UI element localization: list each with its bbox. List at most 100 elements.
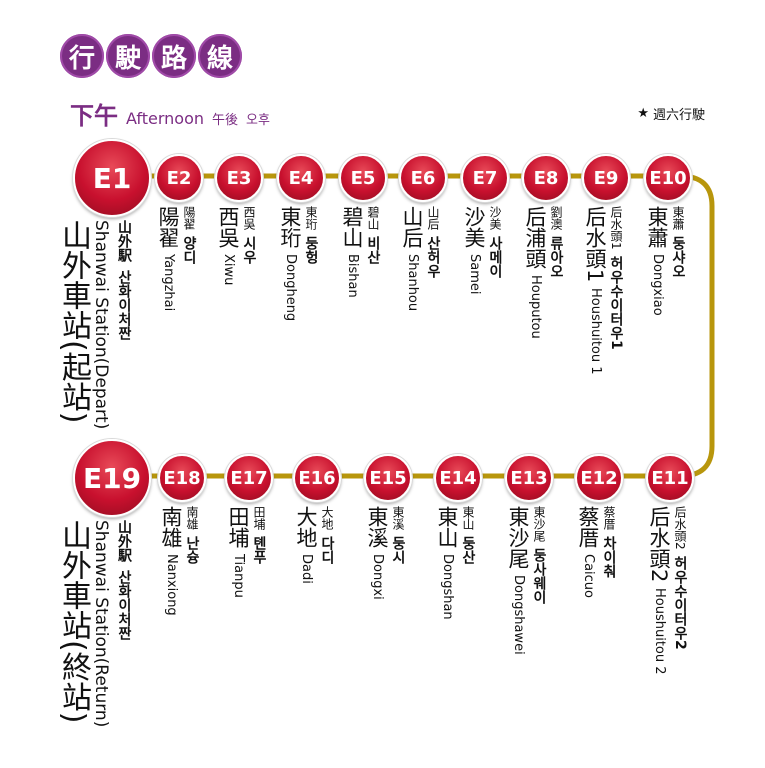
station-code-badge: E6 xyxy=(399,154,447,202)
station-col-right: 沙美 사메이 xyxy=(487,206,503,278)
station-col-mid: Shanwai Station(Depart) xyxy=(91,220,111,430)
station-name-zh: 東溪 xyxy=(365,506,389,548)
station-code-badge: E17 xyxy=(225,454,273,502)
station-col-right: 碧山비산 xyxy=(365,206,381,264)
station-code-badge: E10 xyxy=(644,154,692,202)
station-col-right: 南雄 난슝 xyxy=(184,506,200,564)
star-icon: ★ xyxy=(637,106,649,121)
station-col-right: 東山둥산 xyxy=(460,506,476,564)
station-col-left: 東蕭Dongxiao xyxy=(645,206,669,316)
station-name-en: Xiwu xyxy=(221,254,236,286)
station-col-left: 后浦頭Houputou xyxy=(523,206,547,339)
station-name-zh: 東蕭 xyxy=(645,206,669,248)
route-title: 行 駛 路 線 xyxy=(60,34,242,78)
station-col-left: 西吳 Xiwu xyxy=(216,206,240,286)
station-code-badge: E8 xyxy=(522,154,570,202)
station-col-right: 蔡厝차이춰 xyxy=(601,506,617,578)
station-name-en: Houshuitou 1 xyxy=(588,288,603,375)
station-col-mid: Shanwai Station(Return) xyxy=(91,520,111,728)
station-name-ko: 둥샤오 xyxy=(670,236,686,278)
station-col-right: 劉澳류아오 xyxy=(548,206,564,278)
station-name-small: 田埔 xyxy=(252,506,266,530)
station-name-zh: 山外車站(終站) xyxy=(56,520,91,724)
title-char: 駛 xyxy=(106,34,150,78)
station-code-badge: E4 xyxy=(277,154,325,202)
station-name-small: 東沙尾 xyxy=(532,506,546,542)
station-name-zh: 碧山 xyxy=(340,206,364,248)
station-code-badge: E19 xyxy=(73,439,151,517)
station-name-en: Shanwai Station(Depart) xyxy=(91,220,111,430)
station-col-right: 山后산허우 xyxy=(425,206,441,278)
station-col-left: 東溪 Dongxi xyxy=(365,506,389,600)
station-name-zh: 蔡厝 xyxy=(576,506,600,548)
station-code-badge: E9 xyxy=(582,154,630,202)
station-name-ko: 둥시 xyxy=(390,536,406,564)
station-name-small: 山外駅 xyxy=(116,520,132,562)
station-col-right: 后水頭2허우수이터우2 xyxy=(672,506,688,649)
period-label: 下午 Afternoon 午後 오후 xyxy=(70,96,270,131)
station-col-left: 東珩Dongheng xyxy=(278,206,302,322)
station-name-en: Shanwai Station(Return) xyxy=(91,520,111,728)
station-col-right: 東沙尾둥사웨이 xyxy=(531,506,547,604)
station-col-left: 田埔Tianpu xyxy=(226,506,250,598)
station-name-small: 碧山 xyxy=(366,206,380,230)
station-col-right: 東蕭 둥샤오 xyxy=(670,206,686,278)
station-name-ko: 허우수이터우1 xyxy=(608,255,624,350)
station-name-ko: 산화이처짠 xyxy=(116,270,132,340)
station-name-small: 西吳 xyxy=(242,206,256,230)
station-name-small: 南雄 xyxy=(185,506,199,530)
station-name-small: 東蕭 xyxy=(671,206,685,230)
station-name-ko: 차이춰 xyxy=(601,536,617,578)
station-name-en: Bishan xyxy=(345,254,360,298)
station-name-zh: 西吳 xyxy=(216,206,240,248)
station-name-en: Dongshawei xyxy=(511,575,526,655)
station-name-ko: 사메이 xyxy=(487,236,503,278)
station-code-badge: E7 xyxy=(461,154,509,202)
station-code-badge: E11 xyxy=(646,454,694,502)
station-name-ko: 톈푸 xyxy=(251,536,267,564)
station-col-right: 東珩 둥헝 xyxy=(303,206,319,264)
station-name-ko: 둥헝 xyxy=(303,236,319,264)
station-name-zh: 大地 xyxy=(294,506,318,548)
station-name-zh: 山后 xyxy=(400,206,424,248)
period-zh: 下午 xyxy=(70,102,118,130)
station-col-left: 南雄Nanxiong xyxy=(159,506,183,616)
station-name-small: 沙美 xyxy=(488,206,502,230)
station-name-zh: 后浦頭 xyxy=(523,206,547,269)
station-name-ko: 둥산 xyxy=(460,536,476,564)
station-name-zh: 后水頭1 xyxy=(583,206,607,283)
station-col-right: 后水頭1허우수이터우1 xyxy=(608,206,624,349)
station-name-ko: 난슝 xyxy=(184,536,200,564)
station-name-zh: 沙美 xyxy=(462,206,486,248)
station-col-left: 東山Dongshan xyxy=(435,506,459,620)
station-col-left: 后水頭1Houshuitou 1 xyxy=(583,206,607,375)
station-col-left: 蔡厝 Caicuo xyxy=(576,506,600,598)
station-name-small: 陽翟 xyxy=(182,206,196,230)
station-name-en: Caicuo xyxy=(581,554,596,598)
station-name-ko: 산허우 xyxy=(425,236,441,278)
station-code-badge: E15 xyxy=(364,454,412,502)
station-col-right: 大地다디 xyxy=(319,506,335,564)
station-col-left: 山后 Shanhou xyxy=(400,206,424,312)
station-name-zh: 東山 xyxy=(435,506,459,548)
station-name-en: Dongxi xyxy=(370,554,385,600)
station-name-en: Shanhou xyxy=(405,254,420,312)
station-col-left: 沙美Samei xyxy=(462,206,486,295)
station-name-zh: 陽翟 xyxy=(156,206,180,248)
station-name-small: 山外駅 xyxy=(116,220,132,262)
station-col-right: 山外駅 산화이처짠 xyxy=(116,220,132,340)
title-char: 路 xyxy=(152,34,196,78)
station-col-left: 山外車站(起站) xyxy=(56,220,91,423)
station-name-ko: 시우 xyxy=(241,236,257,264)
station-col-left: 東沙尾Dongshawei xyxy=(506,506,530,655)
station-code-badge: E3 xyxy=(215,154,263,202)
station-code-badge: E16 xyxy=(293,454,341,502)
station-name-en: Yangzhai xyxy=(161,254,176,312)
station-name-small: 東珩 xyxy=(304,206,318,230)
station-code-badge: E13 xyxy=(505,454,553,502)
station-name-en: Dongheng xyxy=(283,254,298,322)
station-name-ko: 양디 xyxy=(181,236,197,264)
station-name-small: 后水頭2 xyxy=(673,506,687,550)
station-name-small: 大地 xyxy=(320,506,334,530)
station-col-right: 田埔 톈푸 xyxy=(251,506,267,564)
